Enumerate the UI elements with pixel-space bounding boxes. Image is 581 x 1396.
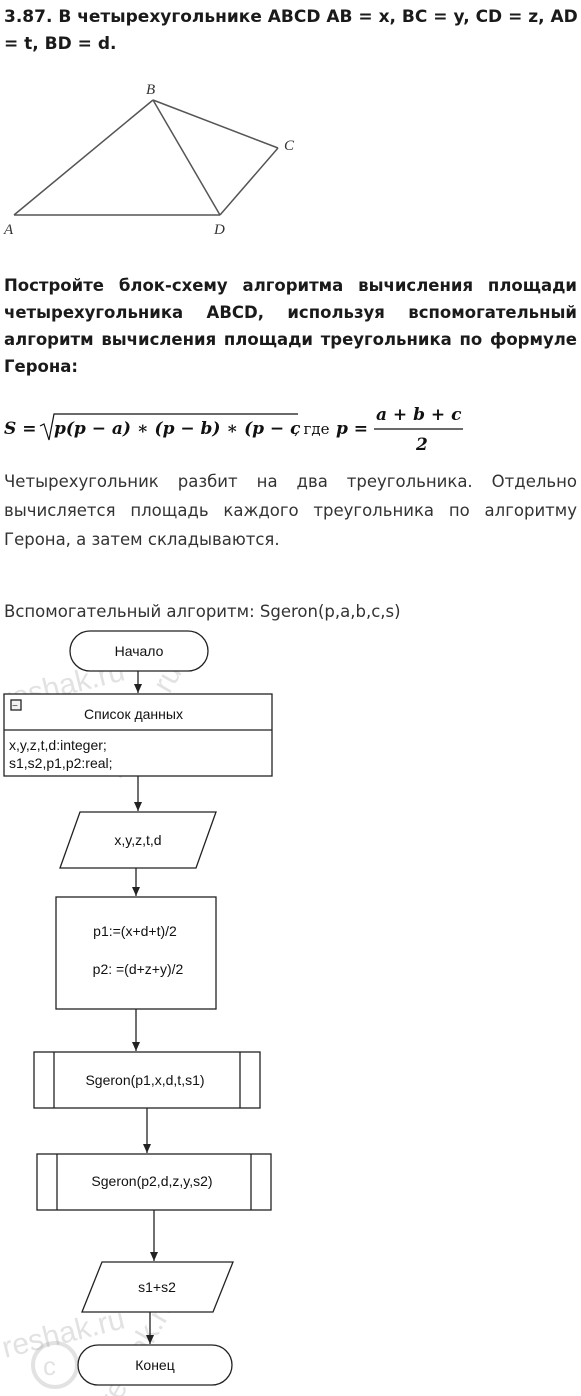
side-bc bbox=[152, 99, 279, 149]
end-terminator bbox=[77, 1344, 233, 1386]
quadrilateral-figure: A B C D bbox=[3, 82, 295, 238]
formula-radicand: p(p − a) ∗ (p − b) ∗ (p − c bbox=[54, 419, 301, 439]
process-line-2: p2: =(d+z+y)/2 bbox=[93, 961, 184, 977]
process-block bbox=[55, 896, 217, 1010]
vertex-label-b: B bbox=[146, 82, 155, 98]
output-block bbox=[81, 1261, 234, 1313]
formula-p-lhs: p = bbox=[336, 419, 368, 439]
collapse-icon-glyph: − bbox=[12, 701, 18, 712]
call1-label: Sgeron(p1,x,d,t,s1) bbox=[85, 1072, 204, 1088]
start-label: Начало bbox=[115, 643, 164, 659]
svg-text:c: c bbox=[43, 1351, 56, 1381]
vertex-label-a: A bbox=[3, 222, 14, 238]
side-cd bbox=[219, 147, 279, 216]
side-ab bbox=[13, 99, 154, 216]
process-line-1: p1:=(x+d+t)/2 bbox=[93, 923, 177, 939]
data-list-title: Список данных bbox=[84, 706, 183, 722]
data-list-line-1: x,y,z,t,d:integer; bbox=[9, 737, 107, 753]
subroutine-call-1 bbox=[33, 1051, 261, 1109]
explanation-text: Четырехугольник разбит на два треугольни… bbox=[4, 472, 577, 549]
data-list-line-2: s1,s2,p1,p2:real; bbox=[9, 755, 113, 771]
collapse-icon[interactable] bbox=[10, 699, 22, 711]
flowchart: reshak.ru c reshak.ru reshak.ru c reshak… bbox=[0, 630, 273, 1396]
vertex-label-d: D bbox=[213, 222, 225, 238]
call2-label: Sgeron(p2,d,z,y,s2) bbox=[91, 1173, 212, 1189]
vertex-label-c: C bbox=[284, 138, 295, 154]
task-statement: Постройте блок-схему алгоритма вычислени… bbox=[4, 276, 577, 376]
formula-numerator: a + b + c bbox=[376, 405, 462, 425]
formula-lhs: S = bbox=[4, 419, 36, 439]
input-label: x,y,z,t,d bbox=[114, 832, 161, 848]
heron-formula: S = p(p − a) ∗ (p − b) ∗ (p − c p = a + … bbox=[4, 405, 463, 455]
diagonal-bd bbox=[152, 99, 221, 216]
formula-separator: , где bbox=[294, 420, 330, 438]
aux-algorithm-text: Вспомогательный алгоритм: Sgeron(p,a,b,c… bbox=[4, 602, 401, 621]
problem-title: 3.87. В четырехугольнике ABCD AB = x, BC… bbox=[4, 7, 578, 54]
formula-denominator: 2 bbox=[415, 435, 428, 455]
input-block bbox=[59, 811, 217, 869]
start-terminator bbox=[69, 630, 209, 672]
data-list-block bbox=[3, 693, 273, 777]
radical-sign bbox=[39, 413, 298, 441]
end-label: Конец bbox=[135, 1357, 174, 1373]
output-label: s1+s2 bbox=[138, 1279, 176, 1295]
